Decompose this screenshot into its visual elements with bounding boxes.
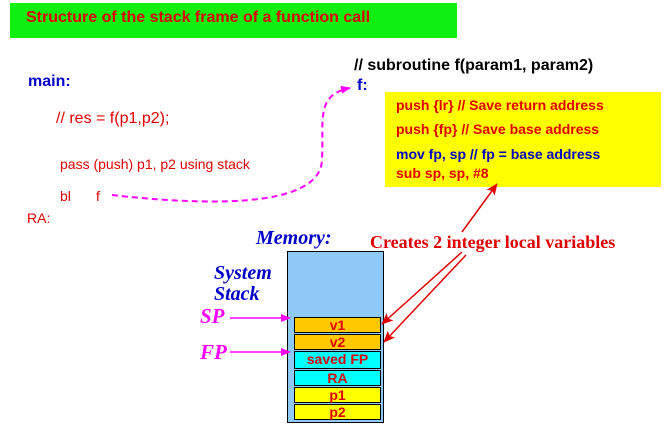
- code-line-sub-sp: sub sp, sp, #8: [396, 165, 489, 181]
- subroutine-comment: // subroutine f(param1, param2): [354, 57, 594, 74]
- push-params-text: pass (push) p1, p2 using stack: [60, 156, 250, 172]
- main-label: main:: [28, 73, 71, 90]
- title-banner: [10, 3, 457, 38]
- memory-title: Memory:: [256, 227, 332, 249]
- code-line-push-lr: push {lr} // Save return address: [396, 97, 604, 113]
- system-stack-label-line2: Stack: [214, 283, 260, 305]
- stack-cell-p1: p1: [294, 387, 381, 403]
- code-line-push-fp: push {fp} // Save base address: [396, 121, 600, 137]
- annotation-arrow-to-code: [461, 183, 498, 233]
- stack-cell-p2: p2: [294, 404, 381, 420]
- subroutine-label: f:: [357, 77, 368, 94]
- bl-target: f: [96, 188, 100, 204]
- call-arrow: [111, 85, 351, 203]
- annotation-arrow-to-v2: [383, 254, 467, 343]
- annotation-arrow-to-v1: [381, 251, 463, 325]
- code-box: [385, 92, 661, 187]
- system-stack-label-line1: System: [214, 262, 272, 284]
- fp-label: FP: [200, 340, 227, 364]
- stack-cell-ra: RA: [294, 370, 381, 386]
- diagram-title: Structure of the stack frame of a functi…: [26, 9, 371, 26]
- return-address-label: RA:: [27, 210, 51, 226]
- stack-cell-v2: v2: [294, 334, 381, 350]
- stack-cell-v1: v1: [294, 317, 381, 333]
- stack-cell-saved-fp: saved FP: [294, 351, 381, 369]
- local-vars-annotation: Creates 2 integer local variables: [370, 232, 616, 252]
- main-call-comment: // res = f(p1,p2);: [56, 110, 170, 127]
- sp-label: SP: [200, 304, 225, 328]
- bl-instruction: bl: [60, 188, 71, 204]
- code-line-mov-fp: mov fp, sp // fp = base address: [396, 146, 601, 162]
